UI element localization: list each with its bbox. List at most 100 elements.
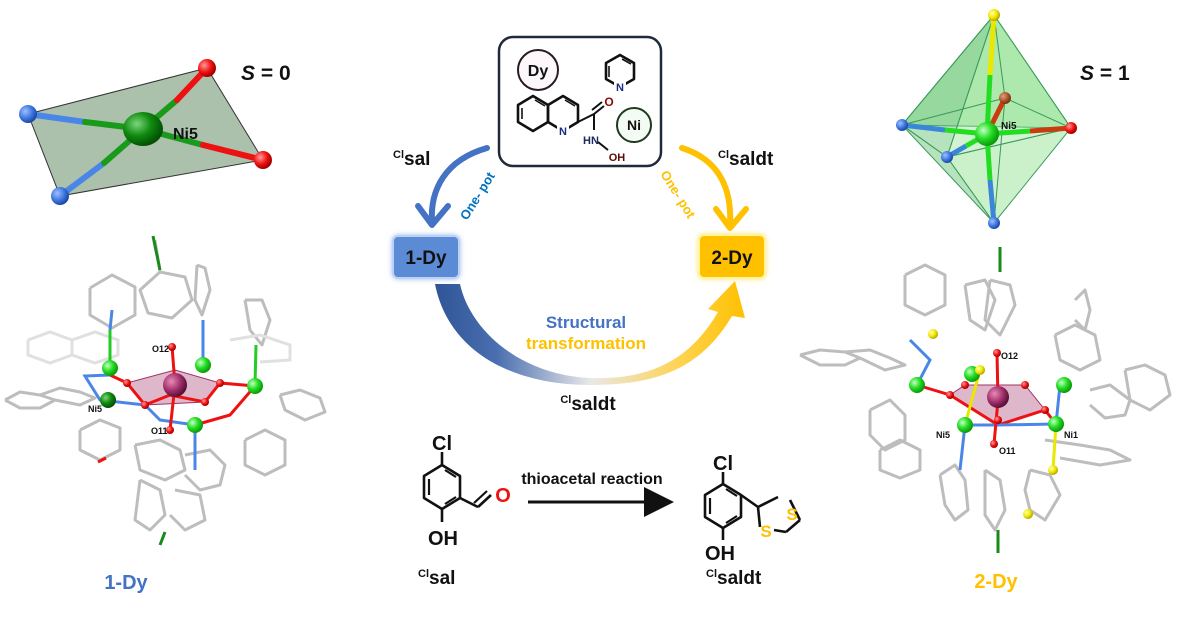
o11-atom — [166, 426, 174, 434]
n-label-bg — [614, 81, 626, 92]
pyridine-ring — [963, 278, 997, 332]
oxygen-atom — [198, 59, 216, 77]
quinoline-hydroxamic-acid: N O HN OH — [516, 94, 626, 164]
ligand-ring — [133, 478, 167, 532]
transformation-arrow — [435, 281, 745, 385]
product-name: Clsaldt — [706, 568, 762, 589]
core-bond — [194, 385, 257, 427]
reactant-clsal: Cl OH O Clsal — [418, 433, 511, 589]
ni1-label: Ni1 — [1064, 430, 1078, 440]
quinoline-ring — [278, 388, 327, 422]
c-cho-bond — [459, 496, 479, 509]
reaction-arrow-label: thioacetal reaction — [521, 471, 662, 488]
pyridine-ring — [183, 448, 227, 492]
c-s-bond — [756, 506, 762, 528]
spin-state-left: S = 0 — [241, 62, 291, 85]
dy-ion-icon — [517, 49, 559, 91]
product-box-bg — [698, 234, 766, 279]
ligand-ring — [133, 438, 187, 482]
pyridine-n: N — [616, 82, 624, 94]
arrow-shaft — [428, 145, 490, 225]
c-s-bond — [773, 528, 787, 534]
octahedron-edge — [993, 14, 1006, 99]
structure-2-dy: O12 O11 Ni5 Ni1 — [799, 247, 1172, 553]
quinoline-ring — [71, 330, 120, 365]
nickel-atom — [187, 417, 203, 433]
core-bond — [965, 422, 1057, 427]
c-c-bond — [740, 493, 759, 509]
octahedron-edge — [1004, 97, 1072, 129]
carbonyl-o: O — [604, 95, 613, 109]
bond — [987, 14, 997, 76]
ni5-label: Ni5 — [173, 126, 198, 143]
bond — [200, 142, 266, 163]
bond — [987, 179, 997, 224]
o12-atom — [168, 343, 176, 351]
pyridine-ring — [903, 263, 947, 317]
oxygen-atom — [1021, 381, 1029, 389]
pyridine-ring — [1053, 323, 1102, 372]
o11-label: O11 — [151, 426, 168, 436]
dy-label: Dy — [528, 63, 549, 80]
pyridine-ring — [868, 398, 907, 452]
double-bond — [725, 488, 738, 497]
oxygen-atom — [946, 391, 954, 399]
crescent-arrow-body — [435, 281, 745, 385]
oh-label: OH — [705, 543, 735, 565]
quinoline-n: N — [559, 126, 567, 138]
oxygen-atom — [123, 379, 131, 387]
bond — [577, 113, 595, 123]
nickel-atom — [975, 122, 999, 146]
sulfur-atom — [1048, 465, 1058, 475]
oxygen-atom — [216, 379, 224, 387]
core-bond — [82, 373, 146, 407]
cl-label: Cl — [432, 433, 452, 455]
quinoline-ring — [1044, 438, 1132, 467]
sulfur-atom — [1023, 509, 1033, 519]
left-reagent-label: Clsal — [393, 149, 430, 170]
arrow-head — [415, 203, 451, 228]
oxygen-atom — [141, 401, 149, 409]
c-o-bond — [477, 494, 492, 508]
compound-label-2-dy: 2-Dy — [974, 571, 1018, 593]
arrow-head — [713, 206, 749, 231]
pyridine-ring — [938, 463, 970, 522]
sulfur-label-1: S — [786, 505, 797, 524]
double-bond — [444, 469, 457, 478]
ni5-label: Ni5 — [88, 404, 102, 414]
left-synthesis-arrow — [415, 145, 490, 228]
aldehyde-o-label: O — [495, 485, 511, 507]
oxygen-atom-back — [999, 92, 1011, 104]
oxygen-atom — [201, 398, 209, 406]
ni-bond — [108, 309, 114, 331]
ni5-atom — [100, 392, 116, 408]
hydroxyl: OH — [609, 152, 626, 164]
ni1-atom — [1048, 416, 1064, 432]
octahedron-edge — [993, 97, 1006, 224]
nitrogen-atom — [19, 105, 37, 123]
cl-label: Cl — [713, 453, 733, 475]
quinoline-ring — [26, 330, 74, 365]
ni-label: Ni — [627, 117, 641, 133]
right-synthesis-arrow — [679, 145, 749, 231]
octahedron-face — [946, 127, 1073, 224]
double-bond — [564, 99, 576, 107]
dysprosium-atom — [987, 386, 1009, 408]
o12-label: O12 — [152, 344, 169, 354]
oxygen-bond — [97, 456, 107, 464]
pyridine-ring — [193, 263, 212, 317]
pyridine-ring — [878, 438, 922, 480]
oxygen-atom — [994, 416, 1002, 424]
carbonyl-bond — [593, 105, 605, 115]
chloro-bond — [151, 235, 162, 271]
nickel-atom — [1056, 377, 1072, 393]
double-bond — [444, 496, 457, 505]
transformation-line1: Structural — [546, 313, 626, 332]
nickel-atom — [195, 357, 211, 373]
nickel-atom — [102, 360, 118, 376]
quinoline-ring — [844, 348, 907, 372]
product-clsaldt: Cl OH S S Clsaldt — [703, 453, 802, 589]
octahedral-geometry: Ni5 — [896, 9, 1077, 229]
nitrogen-atom — [51, 187, 69, 205]
